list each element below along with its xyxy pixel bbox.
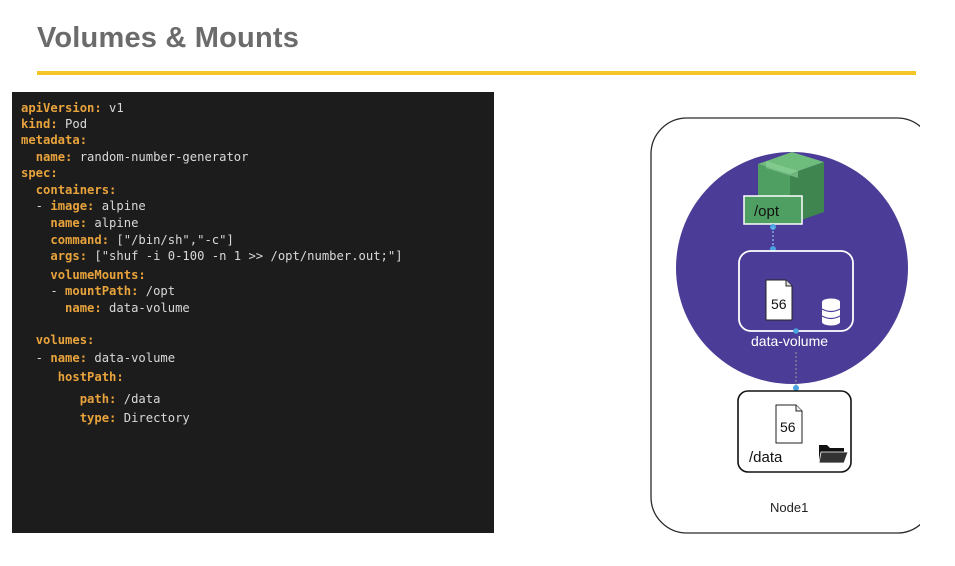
volume-mount-diagram: /opt 56 data-volume 56 /data Node1 (650, 117, 920, 534)
yaml-key: metadata: (21, 133, 88, 147)
yaml-key: containers: (35, 183, 117, 197)
code-line: - name: data-volume (21, 351, 175, 365)
yaml-key: spec: (21, 166, 58, 180)
code-indent (21, 333, 36, 347)
code-line: kind: Pod (21, 117, 87, 131)
code-indent (21, 411, 80, 425)
yaml-value: /data (116, 392, 161, 406)
title-underline (37, 71, 916, 75)
yaml-key: path: (79, 392, 117, 406)
yaml-value: v1 (101, 101, 124, 115)
file-icon (765, 279, 793, 321)
yaml-key: name: (35, 150, 73, 164)
yaml-key: hostPath: (57, 370, 124, 384)
code-indent (21, 301, 65, 315)
yaml-key: type: (79, 411, 117, 425)
yaml-value: alpine (94, 199, 146, 213)
folder-icon (818, 445, 849, 464)
yaml-value: alpine (87, 216, 139, 230)
code-line: - mountPath: /opt (21, 284, 175, 298)
yaml-key: mountPath: (65, 284, 139, 298)
code-line: hostPath: (21, 370, 124, 384)
code-line: apiVersion: v1 (21, 101, 124, 115)
code-line: volumeMounts: (21, 268, 146, 282)
code-line: args: ["shuf -i 0-100 -n 1 >> /opt/numbe… (21, 249, 403, 263)
slide-title: Volumes & Mounts (37, 22, 300, 54)
code-line: command: ["/bin/sh","-c"] (21, 233, 234, 247)
yaml-key: name: (50, 351, 88, 365)
code-indent (21, 216, 50, 230)
code-line: path: /data (21, 392, 161, 406)
code-indent (21, 268, 50, 282)
code-indent (21, 370, 58, 384)
code-indent: - (21, 351, 51, 365)
pod-file-number: 56 (771, 296, 787, 312)
yaml-value: /opt (138, 284, 176, 298)
yaml-key: volumeMounts: (50, 268, 146, 282)
code-line: containers: (21, 183, 117, 197)
code-line: metadata: (21, 133, 87, 147)
host-file-number: 56 (780, 419, 796, 435)
code-indent: - (21, 284, 66, 298)
node-label: Node1 (770, 500, 808, 515)
yaml-code-panel: apiVersion: v1 kind: Pod metadata: name: r… (12, 92, 494, 533)
data-volume-label: data-volume (751, 333, 828, 349)
yaml-key: apiVersion: (21, 101, 102, 115)
yaml-key: name: (65, 301, 102, 315)
yaml-key: command: (50, 233, 110, 247)
yaml-value: Directory (116, 411, 190, 425)
connector-dot (793, 385, 799, 391)
code-line: type: Directory (21, 411, 190, 425)
yaml-value: random-number-generator (72, 150, 249, 164)
code-indent (21, 392, 80, 406)
yaml-key: name: (50, 216, 88, 230)
code-line: name: alpine (21, 216, 138, 230)
yaml-key: volumes: (35, 333, 95, 347)
yaml-key: image: (50, 199, 95, 213)
database-icon (821, 298, 841, 326)
yaml-value: data-volume (101, 301, 190, 315)
code-indent (21, 249, 50, 263)
code-indent (21, 150, 36, 164)
yaml-value: Pod (57, 117, 88, 131)
yaml-value: data-volume (87, 351, 176, 365)
mount-path-label: /opt (754, 203, 780, 220)
code-indent (21, 183, 36, 197)
code-indent (21, 233, 50, 247)
connector-dot (793, 328, 799, 334)
yaml-value: ["/bin/sh","-c"] (109, 233, 234, 247)
host-path-label: /data (749, 449, 783, 466)
code-line: name: random-number-generator (21, 150, 249, 164)
file-icon (775, 404, 803, 444)
yaml-key: kind: (21, 117, 58, 131)
code-line: spec: (21, 166, 58, 180)
code-line: volumes: (21, 333, 95, 347)
yaml-key: args: (50, 249, 88, 263)
code-line: - image: alpine (21, 199, 146, 213)
yaml-value: ["shuf -i 0-100 -n 1 >> /opt/number.out;… (87, 249, 403, 263)
code-indent: - (21, 199, 51, 213)
code-line: name: data-volume (21, 301, 190, 315)
